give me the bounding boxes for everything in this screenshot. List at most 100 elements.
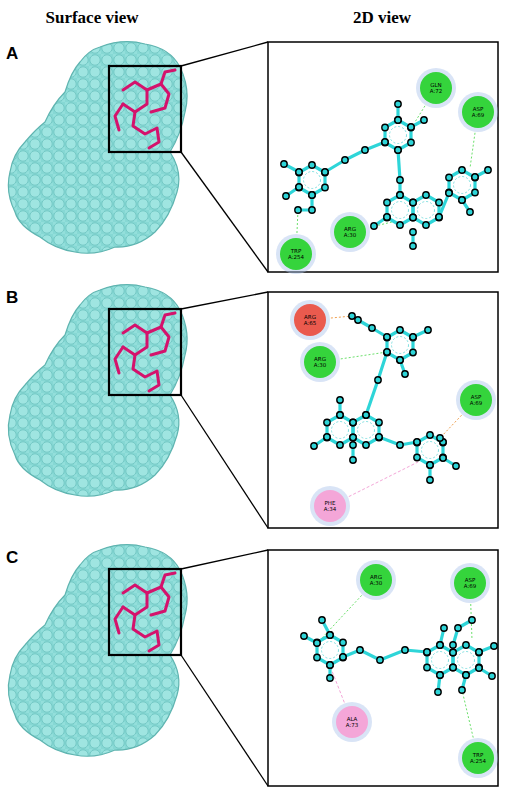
panel-letter: B xyxy=(6,288,18,308)
atom xyxy=(450,664,456,670)
atom xyxy=(309,162,315,168)
atom xyxy=(397,357,403,363)
atom xyxy=(350,442,356,448)
atom xyxy=(410,214,416,220)
residue-circle: ALA A:73 xyxy=(336,706,368,738)
aromatic-ring xyxy=(322,642,339,659)
residue-label: ASP A:69 xyxy=(464,394,488,407)
atom xyxy=(427,462,433,468)
residue-label: TRP A:254 xyxy=(284,248,308,261)
atom xyxy=(472,174,478,180)
atom xyxy=(397,327,403,333)
atom xyxy=(408,139,414,145)
atom xyxy=(410,349,416,355)
atom xyxy=(340,654,346,660)
atom xyxy=(314,640,320,646)
atom xyxy=(311,443,317,449)
atom xyxy=(371,223,377,229)
panel-letter: C xyxy=(6,548,18,568)
residue-label: GLN A:72 xyxy=(424,82,448,95)
atom xyxy=(309,192,315,198)
atom xyxy=(397,222,403,228)
atom xyxy=(350,434,356,440)
atom xyxy=(322,169,328,175)
atom xyxy=(463,672,469,678)
atom xyxy=(450,649,456,655)
atom xyxy=(363,442,369,448)
atom xyxy=(327,632,333,638)
atom xyxy=(463,642,469,648)
atom xyxy=(446,189,452,195)
residue-circle: PHE A:34 xyxy=(314,490,346,522)
residue-label: ASP A:69 xyxy=(466,106,490,119)
atom xyxy=(459,197,465,203)
atom xyxy=(350,457,356,463)
atom xyxy=(476,649,482,655)
atom xyxy=(408,124,414,130)
residue-circle: ARG A:30 xyxy=(360,564,392,596)
atom xyxy=(446,174,452,180)
atom xyxy=(423,192,429,198)
residue-label: ALA A:73 xyxy=(340,716,364,729)
atom xyxy=(446,190,452,196)
atom xyxy=(424,649,430,655)
bond xyxy=(398,150,400,180)
atom xyxy=(459,197,465,203)
atom xyxy=(337,442,343,448)
atom xyxy=(410,199,416,205)
atom xyxy=(410,199,416,205)
atom xyxy=(436,214,442,220)
atom xyxy=(472,174,478,180)
atom xyxy=(363,412,369,418)
atom xyxy=(459,167,465,173)
atom xyxy=(324,434,330,440)
atom xyxy=(327,662,333,668)
atom xyxy=(459,687,465,693)
atom xyxy=(476,649,482,655)
column-heading: 2D view xyxy=(353,8,411,28)
atom xyxy=(397,192,403,198)
atom xyxy=(402,647,408,653)
atom xyxy=(363,412,369,418)
atom xyxy=(327,632,333,638)
atom xyxy=(382,139,388,145)
atom xyxy=(309,207,315,213)
interaction-line xyxy=(341,352,387,359)
atom xyxy=(414,439,420,445)
aromatic-ring xyxy=(392,202,409,219)
residue-label: ARG A:65 xyxy=(298,314,322,327)
atom xyxy=(491,643,497,649)
residue-circle: ARG A:65 xyxy=(294,304,326,336)
atom xyxy=(440,455,446,461)
atom xyxy=(337,412,343,418)
atom xyxy=(384,199,390,205)
atom xyxy=(425,327,431,333)
atom xyxy=(395,117,401,123)
atom xyxy=(322,184,328,190)
atom xyxy=(402,371,408,377)
atom xyxy=(281,161,287,167)
atom xyxy=(410,229,416,235)
residue-circle: TRP A:254 xyxy=(462,742,494,774)
atom xyxy=(384,334,390,340)
atom xyxy=(350,419,356,425)
residue-label: ARG A:30 xyxy=(364,574,388,587)
atom xyxy=(427,432,433,438)
atom xyxy=(410,243,416,249)
aromatic-ring xyxy=(358,422,375,439)
interaction-line xyxy=(440,415,462,438)
atom xyxy=(440,454,446,460)
interaction-line xyxy=(330,666,344,702)
atom xyxy=(437,642,443,648)
atom xyxy=(467,209,473,215)
atom xyxy=(463,672,469,678)
atom xyxy=(295,207,301,213)
atom xyxy=(489,673,495,679)
aromatic-ring xyxy=(458,652,475,669)
bond xyxy=(378,352,387,380)
residue-label: TRP A:254 xyxy=(466,752,490,765)
atom xyxy=(395,147,401,153)
atom xyxy=(414,439,420,445)
